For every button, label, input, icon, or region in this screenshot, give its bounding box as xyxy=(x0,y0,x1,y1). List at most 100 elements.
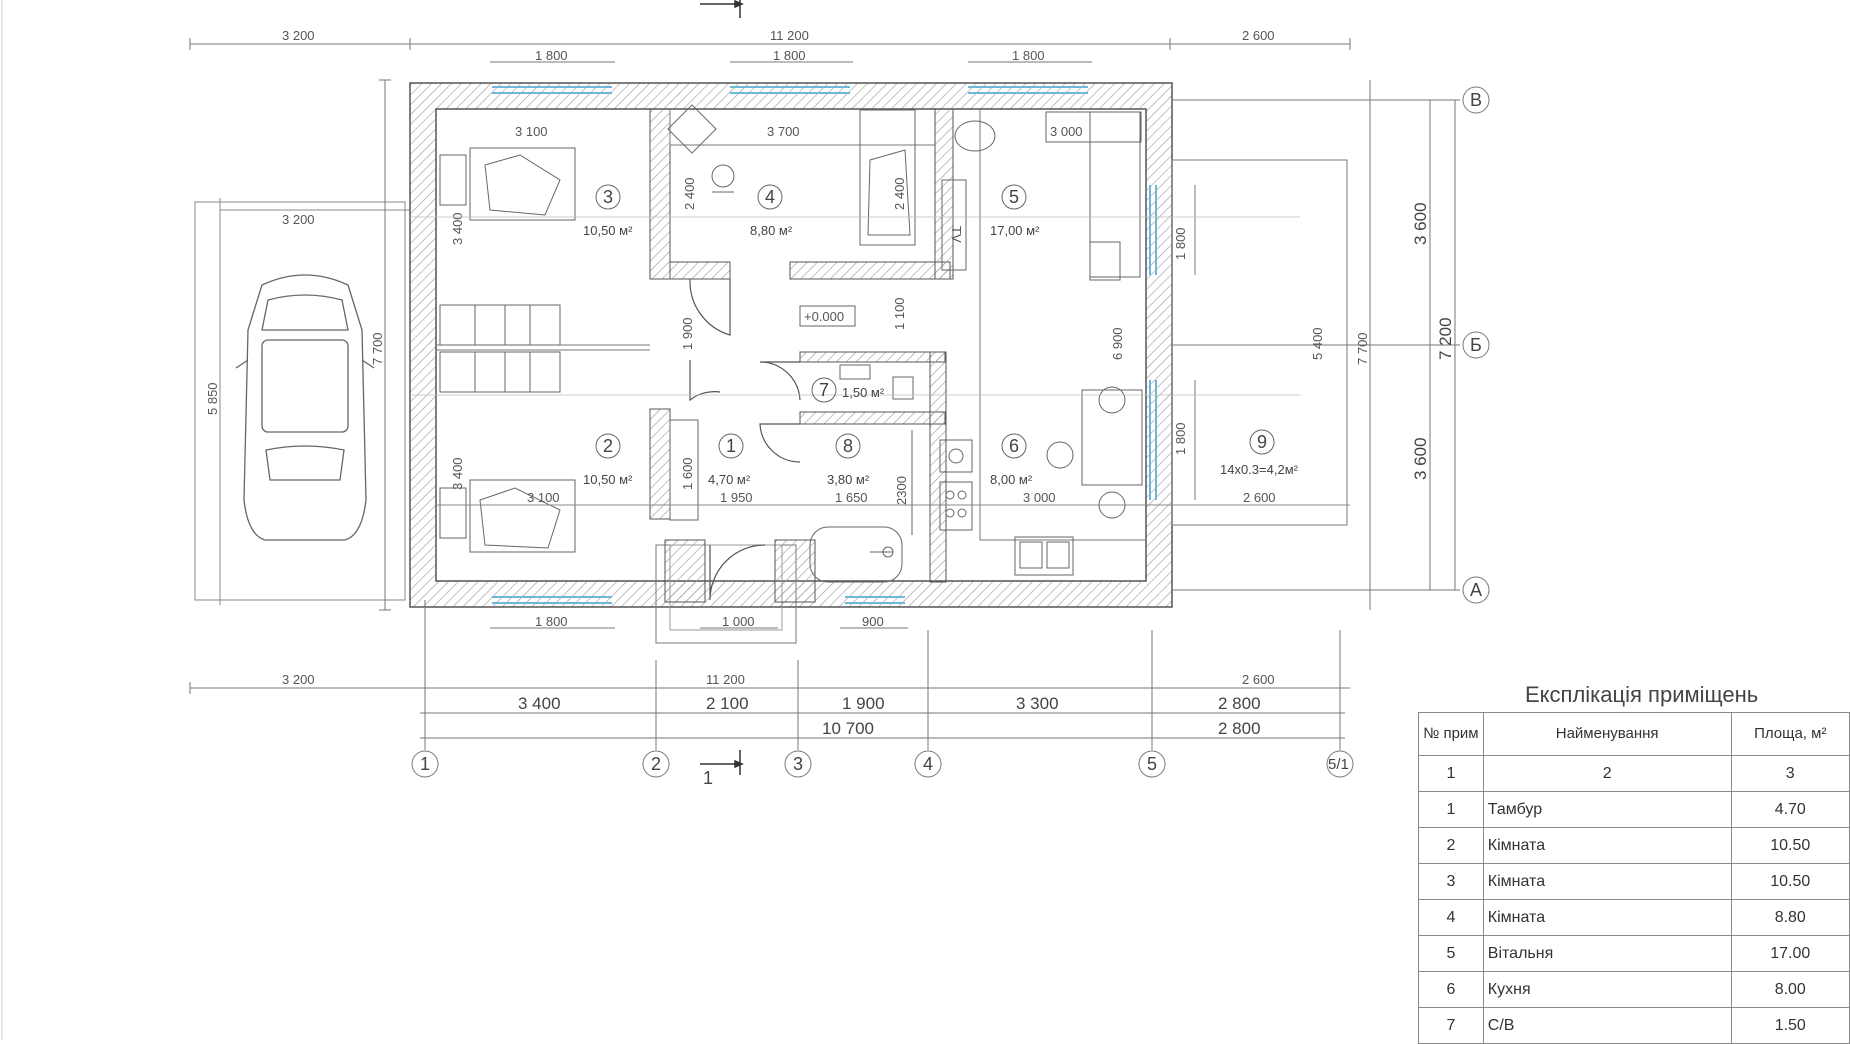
col-number-2: 2 xyxy=(1482,755,1732,792)
axis-x-5-1: 5/1 xyxy=(1328,756,1349,773)
row-num: 2 xyxy=(1418,827,1484,864)
header-name: Найменування xyxy=(1482,712,1732,756)
level-mark: +0.000 xyxy=(804,309,844,324)
room-area-8: 3,80 м² xyxy=(827,472,870,487)
bottom-dim-r2-3: 1 900 xyxy=(842,694,885,713)
window-dim-bottom-3: 900 xyxy=(862,614,884,629)
axis-y-v: В xyxy=(1470,90,1482,110)
bottom-dim-r1-3: 2 600 xyxy=(1242,672,1275,687)
tv-label: TV xyxy=(949,226,964,243)
row-name: Кімната xyxy=(1482,827,1732,864)
row-name: Вітальня xyxy=(1482,935,1732,972)
side-dim-left: 7 700 xyxy=(370,332,385,365)
table-row: 5 Вітальня 17.00 xyxy=(1418,935,1850,972)
bottom-dim-r2-4: 3 300 xyxy=(1016,694,1059,713)
grid-axes-y xyxy=(1462,86,1490,604)
axis-x-4: 4 xyxy=(923,754,933,774)
terrace xyxy=(1171,159,1348,526)
row-area: 4.70 xyxy=(1730,791,1850,828)
room-dim-8: 1 100 xyxy=(892,297,907,330)
carport xyxy=(194,198,410,605)
room-number-8: 8 xyxy=(843,436,853,456)
row-area: 10.50 xyxy=(1730,827,1850,864)
room-dim-14: 1 600 xyxy=(680,457,695,490)
row-num: 4 xyxy=(1418,899,1484,936)
table-row: 2 Кімната 10.50 xyxy=(1418,827,1850,864)
room-area-9: 14x0.3=4,2м² xyxy=(1220,462,1299,477)
axis-x-1: 1 xyxy=(420,754,430,774)
window-dim-bottom-2: 1 000 xyxy=(722,614,755,629)
header-num: № прим xyxy=(1418,712,1484,756)
bottom-dim-r1-1: 3 200 xyxy=(282,672,315,687)
room-labels xyxy=(595,184,1275,459)
side-dim-right: 7 700 xyxy=(1355,332,1370,365)
row-num: 6 xyxy=(1418,971,1484,1008)
room-dim-6: 2 400 xyxy=(892,177,907,210)
room-dim-1: 3 100 xyxy=(515,124,548,139)
top-dimension-chain xyxy=(189,38,1351,63)
room-area-6: 8,00 м² xyxy=(990,472,1033,487)
room-number-3: 3 xyxy=(603,187,613,207)
room-number-1: 1 xyxy=(726,436,736,456)
room-dim-11: 1 800 xyxy=(1173,227,1188,260)
row-num: 5 xyxy=(1418,935,1484,972)
bottom-dim-r2-2: 2 100 xyxy=(706,694,749,713)
room-dim-10: 5 400 xyxy=(1310,327,1325,360)
window-dim-top-2: 1 800 xyxy=(773,48,806,63)
axis-x-5: 5 xyxy=(1147,754,1157,774)
top-dim-2: 11 200 xyxy=(770,28,809,43)
row-area: 10.50 xyxy=(1730,863,1850,900)
room-dim-13: 3 400 xyxy=(450,457,465,490)
row-name: С/В xyxy=(1482,1007,1732,1044)
table-header-row: № прим Найменування Площа, м² xyxy=(1418,712,1850,756)
bottom-dim-r2-1: 3 400 xyxy=(518,694,561,713)
table-row: 4 Кімната 8.80 xyxy=(1418,899,1850,936)
section-mark-top xyxy=(700,0,744,18)
room-number-5: 5 xyxy=(1009,187,1019,207)
room-dim-3: 3 000 xyxy=(1050,124,1083,139)
col-number-3: 3 xyxy=(1730,755,1850,792)
bottom-dim-r3-2: 2 800 xyxy=(1218,719,1261,738)
room-dim-20: 2 600 xyxy=(1243,490,1276,505)
row-num: 7 xyxy=(1418,1007,1484,1044)
axis-x-3: 3 xyxy=(793,754,803,774)
bottom-dim-r3-1: 10 700 xyxy=(822,719,874,738)
axis-y-b: Б xyxy=(1470,335,1482,355)
windows xyxy=(492,86,1157,604)
grid-axes-x xyxy=(411,750,1354,778)
room-dim-5: 2 400 xyxy=(682,177,697,210)
car-icon xyxy=(235,274,375,541)
explication-title: Експлікація приміщень xyxy=(1525,682,1759,707)
room-number-9: 9 xyxy=(1257,432,1267,452)
row-num: 3 xyxy=(1418,863,1484,900)
explication-table: № прим Найменування Площа, м² 1 2 3 1 Та… xyxy=(1418,712,1850,1044)
doors xyxy=(689,278,801,601)
row-name: Кімната xyxy=(1482,899,1732,936)
room-area-5: 17,00 м² xyxy=(990,223,1040,238)
right-dim-1: 3 600 xyxy=(1411,202,1430,245)
row-name: Кухня xyxy=(1482,971,1732,1008)
table-row: 3 Кімната 10.50 xyxy=(1418,863,1850,900)
furniture xyxy=(439,104,1143,583)
room-area-4: 8,80 м² xyxy=(750,223,793,238)
axis-x-2: 2 xyxy=(651,754,661,774)
carport-dim-width: 3 200 xyxy=(282,212,315,227)
bottom-dim-r2-5: 2 800 xyxy=(1218,694,1261,713)
top-dim-3: 2 600 xyxy=(1242,28,1275,43)
room-area-3: 10,50 м² xyxy=(583,223,633,238)
section-mark-bottom xyxy=(700,750,744,775)
window-dim-bottom-1: 1 800 xyxy=(535,614,568,629)
room-area-1: 4,70 м² xyxy=(708,472,751,487)
table-row: 6 Кухня 8.00 xyxy=(1418,971,1850,1008)
row-name: Тамбур xyxy=(1482,791,1732,828)
room-dim-16: 1 950 xyxy=(720,490,753,505)
section-mark-label: 1 xyxy=(703,768,713,788)
right-dim-3: 3 600 xyxy=(1411,437,1430,480)
window-dim-top-3: 1 800 xyxy=(1012,48,1045,63)
table-row: 1 Тамбур 4.70 xyxy=(1418,791,1850,828)
room-dim-19: 3 000 xyxy=(1023,490,1056,505)
carport-dim-length: 5 850 xyxy=(205,382,220,415)
room-dim-4: 3 400 xyxy=(450,212,465,245)
axis-y-a: А xyxy=(1470,580,1482,600)
